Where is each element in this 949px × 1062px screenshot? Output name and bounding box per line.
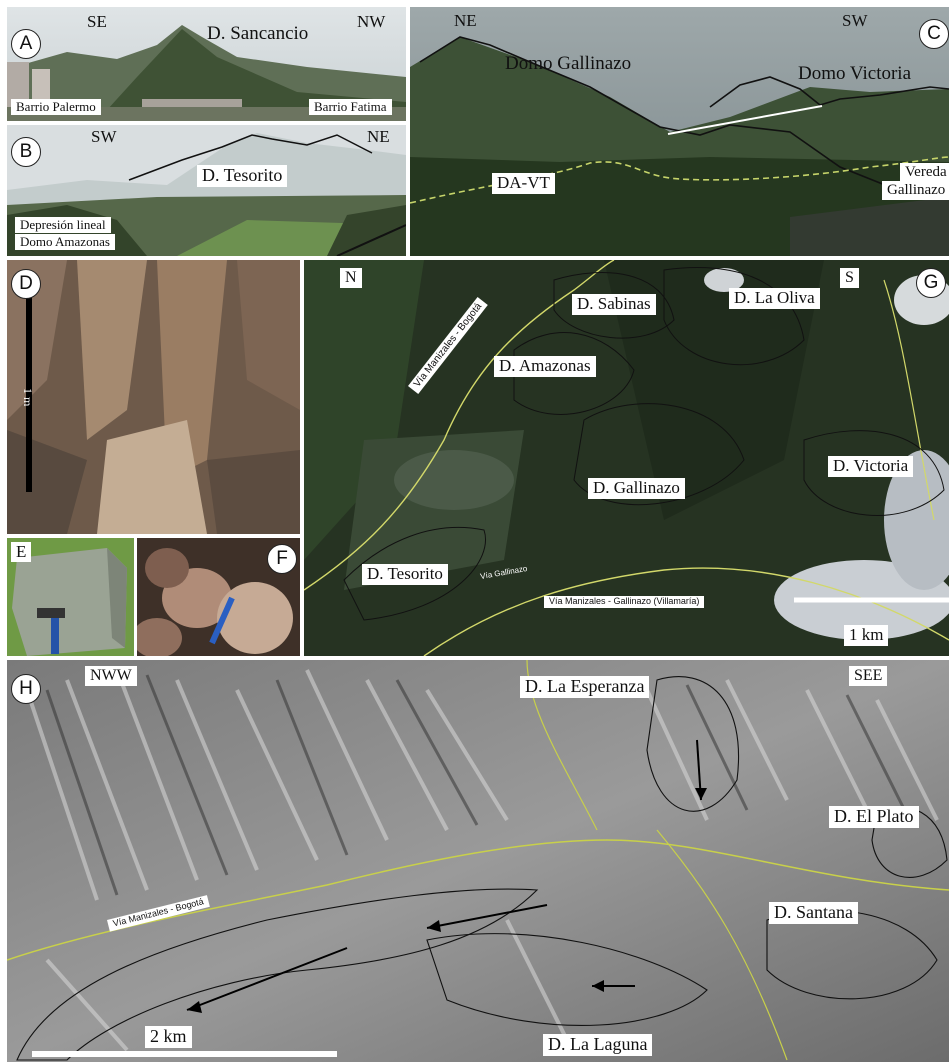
panel-h-image xyxy=(7,660,949,1062)
panel-g-dir-right: S xyxy=(840,268,859,288)
panel-d-photo: D 1 m xyxy=(7,260,300,534)
panel-b-title: D. Tesorito xyxy=(197,165,288,187)
panel-c-label-davt: DA-VT xyxy=(492,173,555,194)
panel-g-scale-label: 1 km xyxy=(844,625,889,646)
panel-c-label-vereda1: Vereda xyxy=(900,163,949,182)
panel-a-dir-right: NW xyxy=(357,12,386,31)
panel-h-dir-left: NWW xyxy=(85,666,137,686)
panel-b-dir-right: NE xyxy=(367,127,390,146)
panel-c-dir-right: SW xyxy=(842,11,868,30)
panel-h-dome-santana: D. Santana xyxy=(769,902,858,924)
panel-f-letter: F xyxy=(267,544,297,574)
panel-h-dome-la-laguna: D. La Laguna xyxy=(543,1034,653,1056)
panel-c-dir-left: NE xyxy=(454,11,477,30)
panel-h-scale-label: 2 km xyxy=(145,1026,192,1048)
panel-h-dir-right: SEE xyxy=(849,666,888,686)
panel-g-map: N S G Vía Manizales - Bogotá D. Sabinas … xyxy=(304,260,949,656)
panel-c-label-victoria: Domo Victoria xyxy=(798,63,912,84)
panel-c-photo: C NE SW Domo Gallinazo Domo Victoria DA-… xyxy=(410,7,949,256)
panel-a-title: D. Sancancio xyxy=(207,23,309,44)
panel-e-photo: E xyxy=(7,538,134,656)
panel-c-label-vereda2: Gallinazo xyxy=(882,181,949,200)
panel-g-dome-tesorito: D. Tesorito xyxy=(362,564,448,585)
panel-a-label-right: Barrio Fatima xyxy=(309,99,392,116)
panel-a-dir-left: SE xyxy=(87,12,107,31)
panel-g-image xyxy=(304,260,949,656)
panel-c-label-gallinazo: Domo Gallinazo xyxy=(505,53,632,74)
panel-g-dome-la-oliva: D. La Oliva xyxy=(729,288,820,309)
panel-g-letter: G xyxy=(916,268,946,298)
panel-h-relief: H NWW SEE D. La Esperanza D. El Plato D.… xyxy=(7,660,949,1062)
panel-e-letter: E xyxy=(11,542,32,562)
panel-a-image xyxy=(7,7,406,121)
panel-h-letter: H xyxy=(11,674,41,704)
panel-b-letter: B xyxy=(11,137,41,167)
panel-g-dome-gallinazo: D. Gallinazo xyxy=(588,478,685,499)
panel-h-dome-el-plato: D. El Plato xyxy=(829,806,919,828)
panel-d-scale-label: 1 m xyxy=(21,388,35,407)
panel-c-image xyxy=(410,7,949,256)
panel-a-photo: A SE NW D. Sancancio Barrio Palermo Barr… xyxy=(7,7,406,121)
panel-g-dome-sabinas: D. Sabinas xyxy=(572,294,656,315)
panel-h-dome-la-esperanza: D. La Esperanza xyxy=(520,676,650,698)
panel-a-label-left: Barrio Palermo xyxy=(11,99,101,116)
panel-b-label-line1: Depresión lineal xyxy=(15,217,111,234)
panel-g-road2: Vía Manizales - Gallinazo (Villamaría) xyxy=(544,596,705,608)
panel-g-dir-left: N xyxy=(340,268,362,288)
panel-g-dome-amazonas: D. Amazonas xyxy=(494,356,596,377)
panel-g-dome-victoria: D. Victoria xyxy=(828,456,914,477)
panel-a-letter: A xyxy=(11,29,41,59)
panel-f-photo: F xyxy=(137,538,300,656)
panel-c-letter: C xyxy=(919,19,949,49)
panel-b-label-line2: Domo Amazonas xyxy=(15,234,115,251)
panel-d-letter: D xyxy=(11,269,41,299)
panel-b-photo: B SW NE D. Tesorito Depresión lineal Dom… xyxy=(7,125,406,256)
panel-b-dir-left: SW xyxy=(91,127,117,146)
panel-d-image xyxy=(7,260,300,534)
